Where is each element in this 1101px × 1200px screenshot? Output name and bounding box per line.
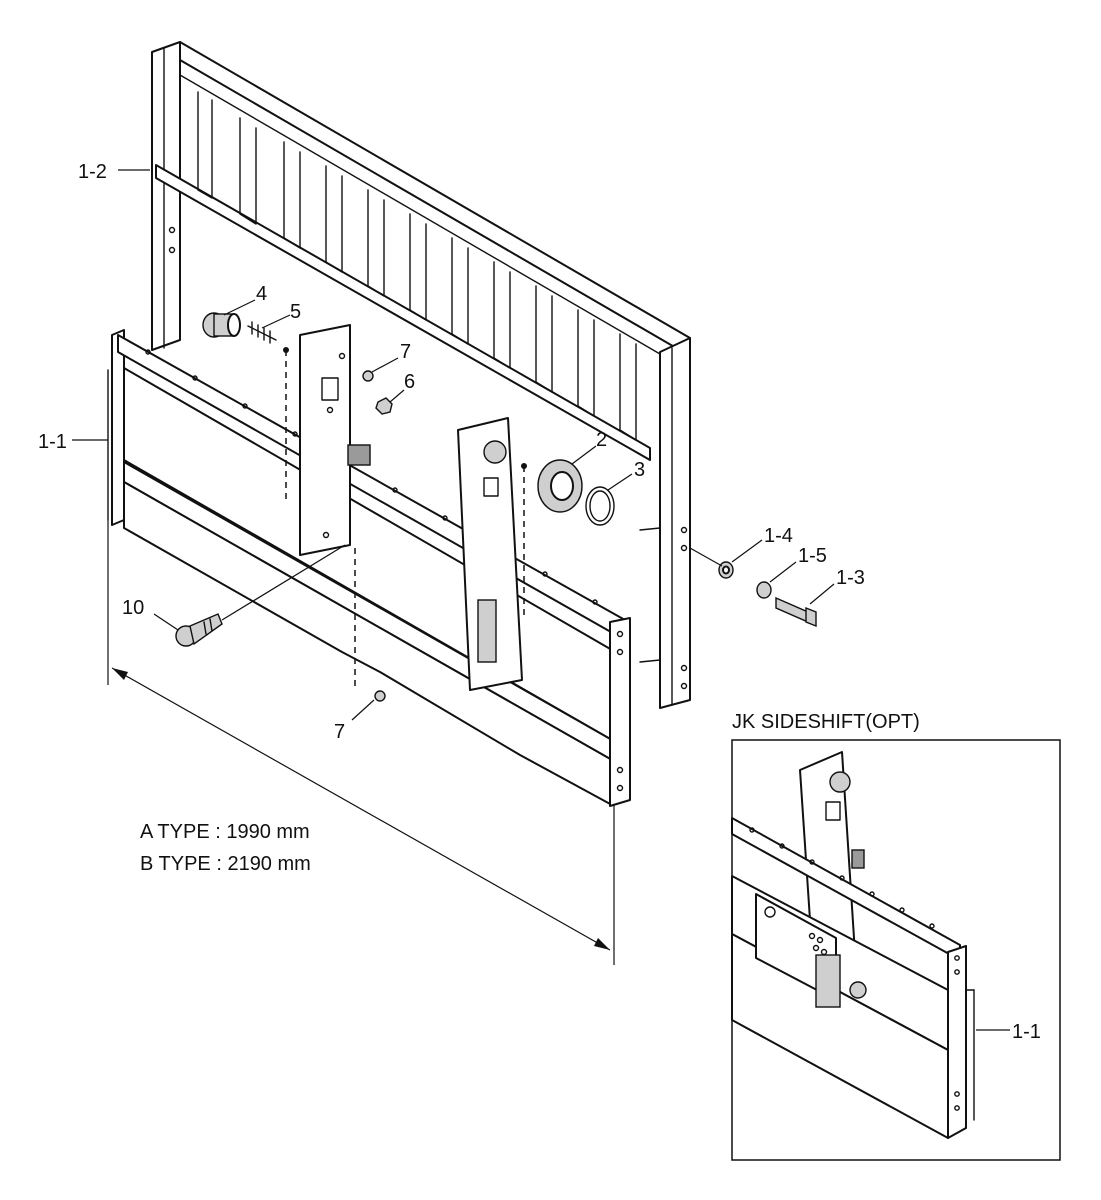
label-7-top: 7 — [400, 341, 411, 363]
label-7-bottom: 7 — [334, 721, 345, 743]
right-slider-bracket — [457, 417, 523, 691]
part-5-spring — [247, 321, 277, 344]
inset-carriage-notches — [749, 827, 935, 929]
overall-width-dimension — [107, 520, 615, 965]
backrest-grid-bars — [197, 91, 637, 441]
part-7-screw-bottom — [374, 690, 386, 702]
label-1-2: 1-2 — [78, 161, 107, 183]
part-6-nut — [375, 397, 393, 415]
label-4: 4 — [256, 283, 267, 305]
part-4-roller — [202, 312, 241, 338]
label-5: 5 — [290, 301, 301, 323]
label-2: 2 — [596, 429, 607, 451]
part-7-screw-top — [362, 370, 374, 382]
part-10-bolt — [175, 613, 223, 647]
b-type-width: B TYPE : 2190 mm — [140, 853, 311, 875]
part-1-4-washer — [718, 561, 734, 579]
part-1-3-bolt — [775, 596, 817, 628]
part-2-bearing — [537, 459, 583, 513]
inset-jk-sideshift: JK SIDESHIFT(OPT) — [731, 711, 1061, 1161]
label-3: 3 — [634, 459, 645, 481]
part-3-snap-ring — [585, 486, 615, 526]
label-10: 10 — [122, 597, 144, 619]
label-1-4: 1-4 — [764, 525, 793, 547]
inset-label-1-1: 1-1 — [1012, 1021, 1041, 1043]
inset-title: JK SIDESHIFT(OPT) — [732, 711, 920, 733]
label-6: 6 — [404, 371, 415, 393]
label-1-1: 1-1 — [38, 431, 67, 453]
left-slider-bracket — [299, 324, 371, 556]
a-type-width: A TYPE : 1990 mm — [140, 821, 310, 843]
label-1-3: 1-3 — [836, 567, 865, 589]
part-1-5-lock-washer — [756, 581, 772, 599]
load-backrest — [151, 41, 691, 709]
label-1-5: 1-5 — [798, 545, 827, 567]
